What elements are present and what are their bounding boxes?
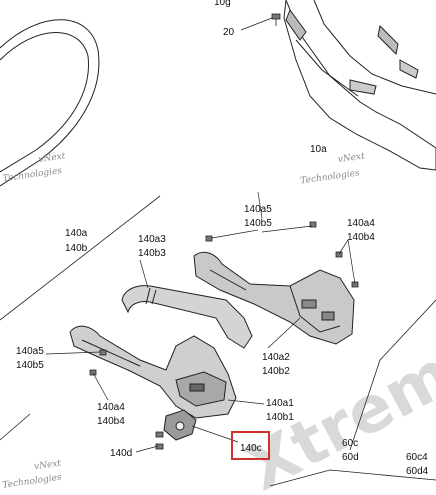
section-outline (0, 195, 436, 487)
hose-part-140a3 (121, 285, 253, 349)
hull-part-10a (283, 0, 436, 171)
callout-20: 20 (223, 27, 235, 38)
callout-140a5-top: 140a5 (244, 204, 272, 215)
callout-140b2: 140b2 (262, 366, 290, 377)
leader-lines (45, 191, 356, 453)
callout-60d4: 60d4 (406, 466, 429, 477)
fasteners (89, 221, 359, 450)
svg-text:vNext: vNext (34, 459, 62, 473)
callout-labels: 10g 20 10a 140a5 140b5 140a 140b 140a4 1… (16, 0, 429, 477)
callout-140b: 140b (65, 243, 88, 254)
callout-140b4-left: 140b4 (97, 416, 125, 427)
callout-140c: 140c (240, 443, 262, 454)
callout-140a3: 140a3 (138, 234, 166, 245)
callout-140a2: 140a2 (262, 352, 290, 363)
callout-140b4-top: 140b4 (347, 232, 375, 243)
callout-140a4-left: 140a4 (97, 402, 125, 413)
watermark-vnext-3: vNext Technologies (2, 459, 63, 491)
bracket-part-140a2 (193, 251, 355, 345)
bracket-part-140a1 (69, 325, 237, 419)
fender-part (0, 19, 100, 187)
plate-part-140c (163, 409, 197, 441)
svg-text:vNext: vNext (38, 151, 66, 165)
callout-60c: 60c (342, 438, 358, 449)
screw-20 (240, 13, 281, 31)
callout-140a5-left: 140a5 (16, 346, 44, 357)
callout-140a1: 140a1 (266, 398, 294, 409)
callout-140b3: 140b3 (138, 248, 166, 259)
svg-text:Technologies: Technologies (300, 168, 361, 186)
callout-140b5-top: 140b5 (244, 218, 272, 229)
callout-10a: 10a (310, 144, 327, 155)
callout-140d: 140d (110, 448, 132, 459)
callout-140a: 140a (65, 228, 88, 239)
callout-140a4-top: 140a4 (347, 218, 375, 229)
svg-text:vNext: vNext (337, 151, 365, 165)
callout-140b1: 140b1 (266, 412, 294, 423)
callout-140b5-left: 140b5 (16, 360, 44, 371)
watermark-vnext-2: vNext Technologies (300, 151, 366, 186)
highlight-box (231, 431, 270, 460)
callout-60d: 60d (342, 452, 359, 463)
callout-10g: 10g (214, 0, 231, 8)
svg-text:Technologies: Technologies (2, 473, 63, 491)
callout-60c4: 60c4 (406, 452, 428, 463)
